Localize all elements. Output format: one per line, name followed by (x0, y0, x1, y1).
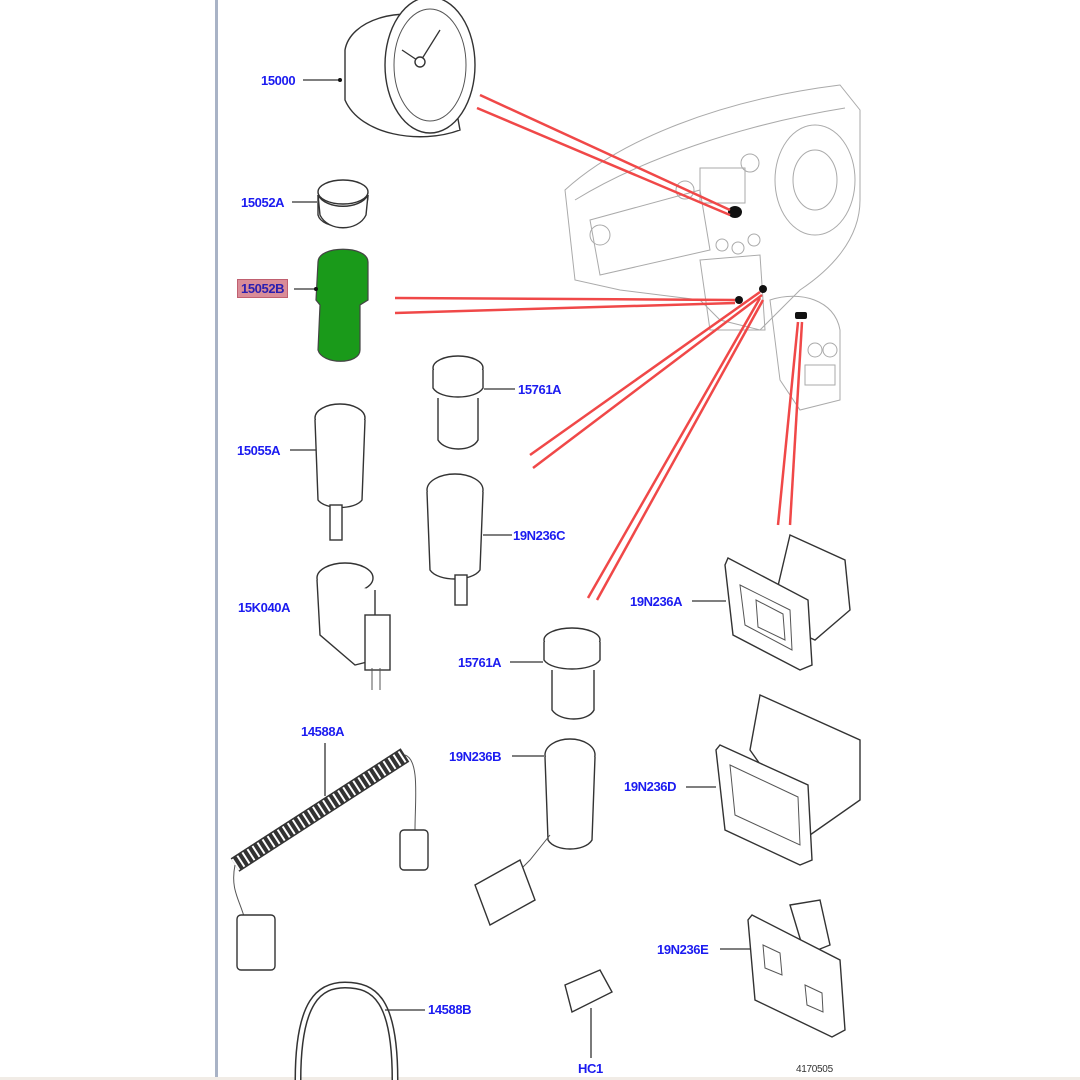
label-HC1[interactable]: HC1 (578, 1061, 603, 1076)
part-15055A-socket[interactable] (290, 403, 366, 541)
part-14588A-coiled-cable[interactable] (230, 743, 429, 971)
label-15052A[interactable]: 15052A (241, 195, 285, 210)
part-HC1-connector[interactable] (564, 969, 613, 1058)
part-19N236A-usb-port[interactable] (692, 534, 851, 671)
callout-lines (394, 93, 804, 601)
part-19N236D-usb-port[interactable] (686, 693, 861, 866)
label-19N236B[interactable]: 19N236B (449, 749, 502, 764)
page-margin-line (215, 0, 218, 1080)
part-15761A-upper-cap[interactable] (432, 355, 515, 450)
part-14588B-cable-loop[interactable] (294, 981, 425, 1080)
label-19N236D[interactable]: 19N236D (624, 779, 677, 794)
part-15761A-lower-cap[interactable] (510, 627, 601, 720)
part-15K040A-socket-holder[interactable] (316, 562, 391, 690)
label-15761A-lower[interactable]: 15761A (458, 655, 502, 670)
drawing-number: 4170505 (796, 1064, 833, 1075)
label-19N236A[interactable]: 19N236A (630, 594, 683, 609)
label-14588B[interactable]: 14588B (428, 1002, 472, 1017)
part-15052B-lighter-element[interactable] (294, 248, 369, 362)
label-15761A-upper[interactable]: 15761A (518, 382, 562, 397)
dashboard-location-markers (728, 206, 807, 319)
label-14588A[interactable]: 14588A (301, 724, 345, 739)
label-15052B-highlighted[interactable]: 15052B (237, 279, 289, 298)
part-19N236C-socket[interactable] (426, 473, 512, 606)
part-15000-clock[interactable] (303, 0, 476, 138)
label-19N236C[interactable]: 19N236C (513, 528, 566, 543)
part-19N236B-socket-with-connector[interactable] (474, 738, 596, 927)
label-15055A[interactable]: 15055A (237, 443, 281, 458)
bottom-border (0, 1077, 1080, 1080)
label-15K040A[interactable]: 15K040A (238, 600, 291, 615)
label-15000[interactable]: 15000 (261, 73, 296, 88)
part-15052A-cap[interactable] (292, 179, 369, 229)
dashboard-illustration (564, 84, 861, 411)
label-19N236E[interactable]: 19N236E (657, 942, 709, 957)
part-19N236E-aux-port[interactable] (720, 899, 846, 1038)
